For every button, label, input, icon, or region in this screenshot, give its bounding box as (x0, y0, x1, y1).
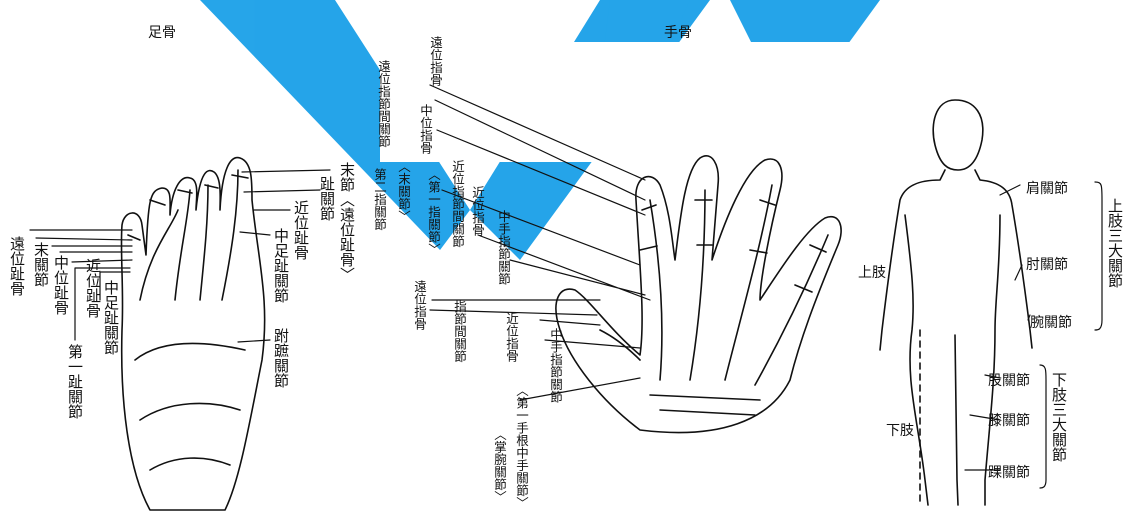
hand-distal-phalanx-label: 遠位指骨 (428, 36, 443, 86)
hand-pip-joint-label: 近位指節間關節 (450, 160, 465, 248)
hand-second-finger-joint-label: 第二指關節 (372, 168, 387, 231)
foot-outline (120, 156, 266, 511)
foot-tmt-joint-label: 跗蹠關節 (272, 328, 290, 388)
foot-right-mtp-label: 中足趾關節 (272, 228, 290, 303)
leader-lines (29, 84, 1103, 489)
hip-joint-label: 股關節 (988, 373, 1030, 389)
shoulder-joint-label: 肩關節 (1026, 181, 1068, 197)
hand-proximal-phalanx-label: 近位指骨 (470, 186, 485, 236)
upper-limb-label: 上肢 (858, 265, 886, 281)
lower-limb-three-joints-label: 下肢三大關節 (1050, 372, 1068, 462)
ankle-joint-label: 踝關節 (988, 465, 1030, 481)
hand-thumb-proximal-label: 近位指骨 (504, 312, 519, 362)
foot-first-toe-joint-label: 第一趾關節 (66, 344, 84, 419)
foot-proximal-phalanx-label: 近位趾骨 (84, 258, 102, 318)
hand-cmc-joint-label: 〈第一手根中手關節〉 (514, 384, 529, 509)
hand-wrist-joint-label: 〈掌腕關節〉 (492, 428, 507, 503)
foot-right-proximal-label: 近位趾骨 (292, 200, 310, 260)
watermark (200, 0, 880, 260)
foot-distal-phalanx-label: 遠位趾骨 (8, 236, 26, 296)
elbow-joint-label: 肘關節 (1026, 257, 1068, 273)
hand-thumb-distal-label: 遠位指骨 (412, 280, 427, 330)
wrist-joint-label: 腕關節 (1030, 315, 1072, 331)
hand-thumb-mcp-joint-label: 中手指節關節 (548, 328, 563, 403)
foot-toe-joint-label: 趾關節 (318, 176, 336, 221)
hand-mcp-joint-label: 中手指節關節 (496, 210, 511, 285)
body-outline (879, 99, 1033, 506)
hand-dip-joint-label: 遠位指節間關節 (376, 60, 391, 148)
foot-title: 足骨 (148, 25, 176, 41)
hand-title: 手骨 (664, 25, 692, 41)
hand-first-finger-joint-label: 〈第一指關節〉 (426, 168, 441, 256)
foot-mtp-joint-label: 中足趾關節 (102, 280, 120, 355)
upper-limb-three-joints-label: 上肢三大關節 (1106, 198, 1124, 288)
hand-dip-paren-label: 〈末關節〉 (396, 160, 411, 223)
knee-joint-label: 膝關節 (988, 413, 1030, 429)
hand-outline (555, 155, 842, 434)
hand-thumb-ip-joint-label: 指節間關節 (452, 300, 467, 363)
foot-dip-joint-label: 末關節 (32, 242, 50, 287)
lower-limb-label: 下肢 (886, 423, 914, 439)
foot-end-joint-label: 末節〈遠位趾骨〉 (338, 162, 356, 282)
foot-middle-phalanx-label: 中位趾骨 (52, 255, 70, 315)
hand-middle-phalanx-label: 中位指骨 (418, 104, 433, 154)
